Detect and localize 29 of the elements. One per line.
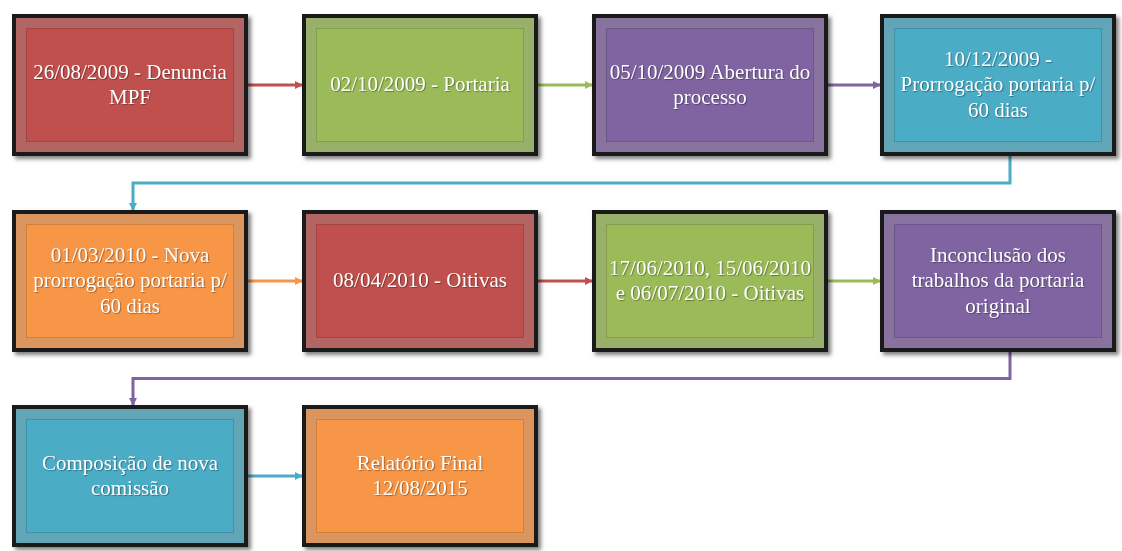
process-box <box>592 210 828 352</box>
process-box <box>880 14 1116 156</box>
process-box <box>12 405 248 547</box>
arrow <box>538 81 593 89</box>
step-label: 05/10/2009 Abertura do processo <box>608 59 812 111</box>
arrow <box>248 472 303 480</box>
arrow <box>248 277 303 285</box>
step-label: 26/08/2009 - Denuncia MPF <box>32 59 228 111</box>
process-box <box>880 210 1116 352</box>
arrow <box>248 81 303 89</box>
process-box <box>592 14 828 156</box>
process-box <box>302 210 538 352</box>
step-label: 10/12/2009 - Prorrogação portaria p/ 60 dias <box>899 47 1097 123</box>
process-box <box>302 405 538 547</box>
step-label: Relatório Final 12/08/2015 <box>355 450 485 502</box>
step-label: 01/03/2010 - Nova prorrogação portaria p/ 60 dias <box>32 243 228 319</box>
arrow <box>129 156 1012 211</box>
arrow <box>129 352 1012 406</box>
step-label: Inconclusão dos trabalhos da portaria original <box>910 243 1086 319</box>
step-label: 02/10/2009 - Portaria <box>330 72 510 98</box>
step-label: Composição de nova comissão <box>40 450 220 502</box>
process-box <box>302 14 538 156</box>
process-box <box>12 210 248 352</box>
process-box <box>12 14 248 156</box>
arrow <box>538 277 593 285</box>
step-label: 17/06/2010, 15/06/2010 e 06/07/2010 - Oitivas <box>608 255 812 307</box>
arrow <box>828 81 881 89</box>
arrow <box>828 277 881 285</box>
step-label: 08/04/2010 - Oitivas <box>333 268 507 294</box>
